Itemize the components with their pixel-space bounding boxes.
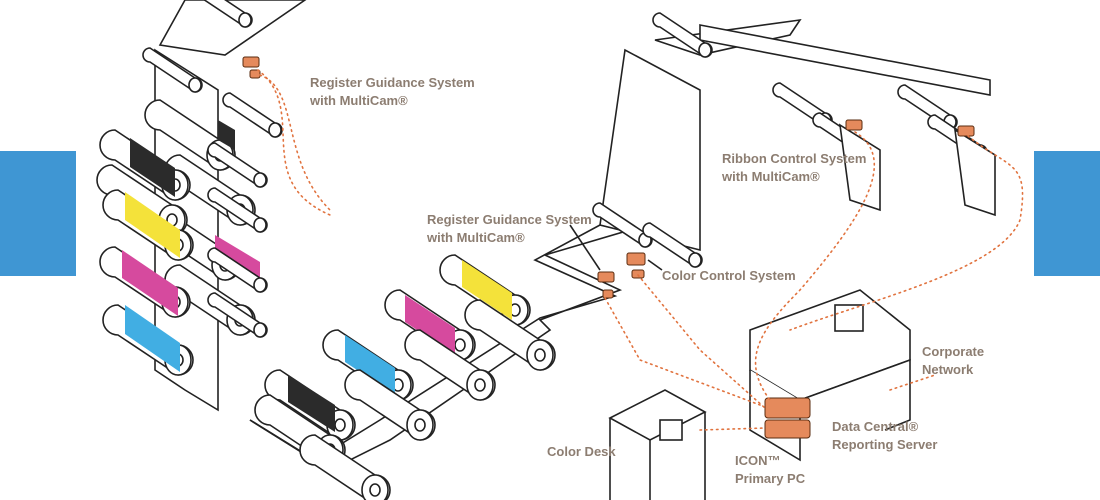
label-color-control: Color Control System (662, 268, 796, 283)
register-sensor-top (242, 56, 260, 68)
color-sensor-small (631, 269, 645, 279)
signal-lines (257, 69, 1024, 431)
label-color-desk: Color Desk (547, 444, 616, 459)
register-sensor-top-small (249, 69, 261, 79)
server-block-bottom (764, 419, 811, 439)
left-accent-bar (0, 151, 76, 276)
color-desk-console (608, 389, 707, 500)
server-block-top (764, 397, 811, 419)
label-data-central: Data Central®Reporting Server (832, 419, 937, 452)
ribbon-sensor-1 (845, 119, 863, 131)
roll-cyan-left (102, 304, 194, 376)
center-print-units (249, 48, 703, 500)
roll-yellow-left (102, 189, 194, 261)
right-accent-bar (1034, 151, 1100, 276)
ribbon-units (652, 12, 996, 217)
roll-magenta-left (99, 235, 260, 318)
register-sensor-mid-small (602, 289, 614, 299)
ribbon-sensor-2 (957, 125, 975, 137)
data-central-console (749, 289, 911, 462)
register-sensor-mid (597, 271, 615, 283)
color-sensor (626, 252, 646, 266)
roll-black-left (99, 129, 191, 201)
left-print-tower (96, 0, 331, 412)
